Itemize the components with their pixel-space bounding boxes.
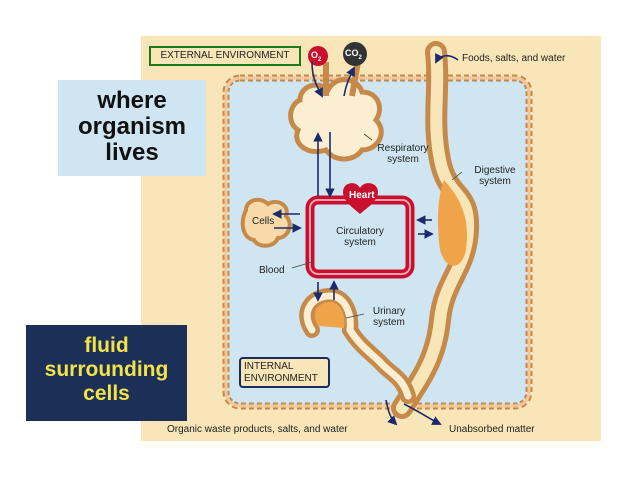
blood-label: Blood <box>259 265 285 276</box>
heart-label: Heart <box>349 190 375 201</box>
digestive-line1: Digestive <box>474 165 516 176</box>
co2-label: CO2 <box>345 48 362 64</box>
circulatory-line2: system <box>344 237 376 248</box>
o2-text: O <box>311 50 319 60</box>
urinary-leader <box>345 313 365 319</box>
unabsorbed-out-arrow <box>403 403 442 425</box>
unabsorbed-label: Unabsorbed matter <box>449 424 535 435</box>
fluid-line3: cells <box>83 382 130 405</box>
digestive-leader <box>451 171 463 181</box>
urinary-line2: system <box>373 317 405 328</box>
co2-subscript: 2 <box>358 54 362 61</box>
respiratory-leader <box>363 133 373 141</box>
co2-text: CO <box>345 48 359 58</box>
where-line1: where <box>97 87 167 114</box>
organic-waste-label: Organic waste products, salts, and water <box>167 424 348 435</box>
circulatory-line1: Circulatory <box>336 226 384 237</box>
waste-out-arrow <box>385 399 398 426</box>
co2-out-arrow <box>343 66 355 97</box>
o2-subscript: 2 <box>318 56 322 63</box>
blood-leader <box>291 261 313 269</box>
airway <box>323 61 361 97</box>
kidney <box>314 302 345 328</box>
co2-circle <box>343 42 367 66</box>
urinary-line1: Urinary <box>372 306 406 317</box>
flow-arrows <box>272 52 459 426</box>
fluid-line1: fluid <box>84 334 129 357</box>
internal-line2: ENVIRONMENT <box>244 373 318 384</box>
heart-shape <box>343 183 378 214</box>
fluid-line2: surrounding <box>44 358 169 381</box>
leader-lines <box>291 133 463 319</box>
body-wall-inner <box>224 76 531 408</box>
o2-circle <box>308 46 328 66</box>
cells-label: Cells <box>252 216 275 227</box>
digestive-line2: system <box>479 176 511 187</box>
external-environment-label: EXTERNAL ENVIRONMENT <box>149 46 301 66</box>
food-in-arrow <box>435 52 459 64</box>
o2-label: O2 <box>311 50 321 66</box>
internal-line1: INTERNAL <box>244 361 294 372</box>
where-line3: lives <box>105 139 159 166</box>
foods-label: Foods, salts, and water <box>462 53 566 64</box>
digestive-absorption <box>437 180 468 266</box>
digestive-tube-lumen <box>396 46 475 414</box>
o2-in-arrow <box>311 61 323 98</box>
where-line2: organism <box>77 113 187 140</box>
respiratory-line2: system <box>387 154 419 165</box>
respiratory-organ <box>288 77 384 162</box>
respiratory-line1: Respiratory <box>377 143 429 154</box>
